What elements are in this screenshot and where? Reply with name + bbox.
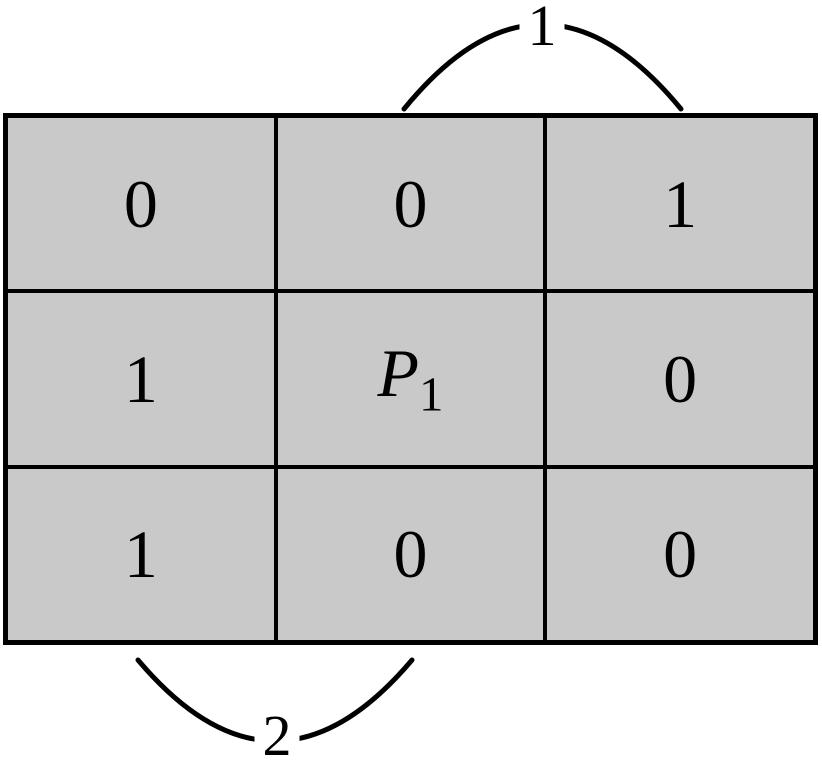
cell-variable-subscript: 1 (419, 366, 444, 422)
puzzle-grid: 0 0 1 1 P1 0 1 0 0 (3, 113, 818, 645)
grid-cell-r3c1: 1 (8, 468, 274, 640)
grid-cell-r1c2: 0 (277, 118, 544, 290)
grid-cell-r3c3: 0 (547, 468, 813, 640)
cell-variable: P (377, 334, 420, 411)
cell-value: 0 (393, 516, 428, 593)
cell-value: 0 (123, 165, 158, 242)
cell-value: P1 (377, 339, 443, 420)
grid-cell-r2c1: 1 (8, 293, 274, 465)
grid-cell-r1c3: 1 (547, 118, 813, 290)
cell-value: 1 (123, 340, 158, 417)
top-arc-label: 1 (519, 0, 565, 54)
grid-cell-r2c2: P1 (277, 293, 544, 465)
grid-cell-r3c2: 0 (277, 468, 544, 640)
cell-value: 1 (123, 516, 158, 593)
cell-value: 0 (393, 165, 428, 242)
bottom-arc-label: 2 (254, 707, 300, 764)
grid-cell-r2c3: 0 (547, 293, 813, 465)
cell-value: 0 (663, 340, 698, 417)
cell-value: 1 (663, 165, 698, 242)
grid-cell-r1c1: 0 (8, 118, 274, 290)
cell-value: 0 (663, 516, 698, 593)
